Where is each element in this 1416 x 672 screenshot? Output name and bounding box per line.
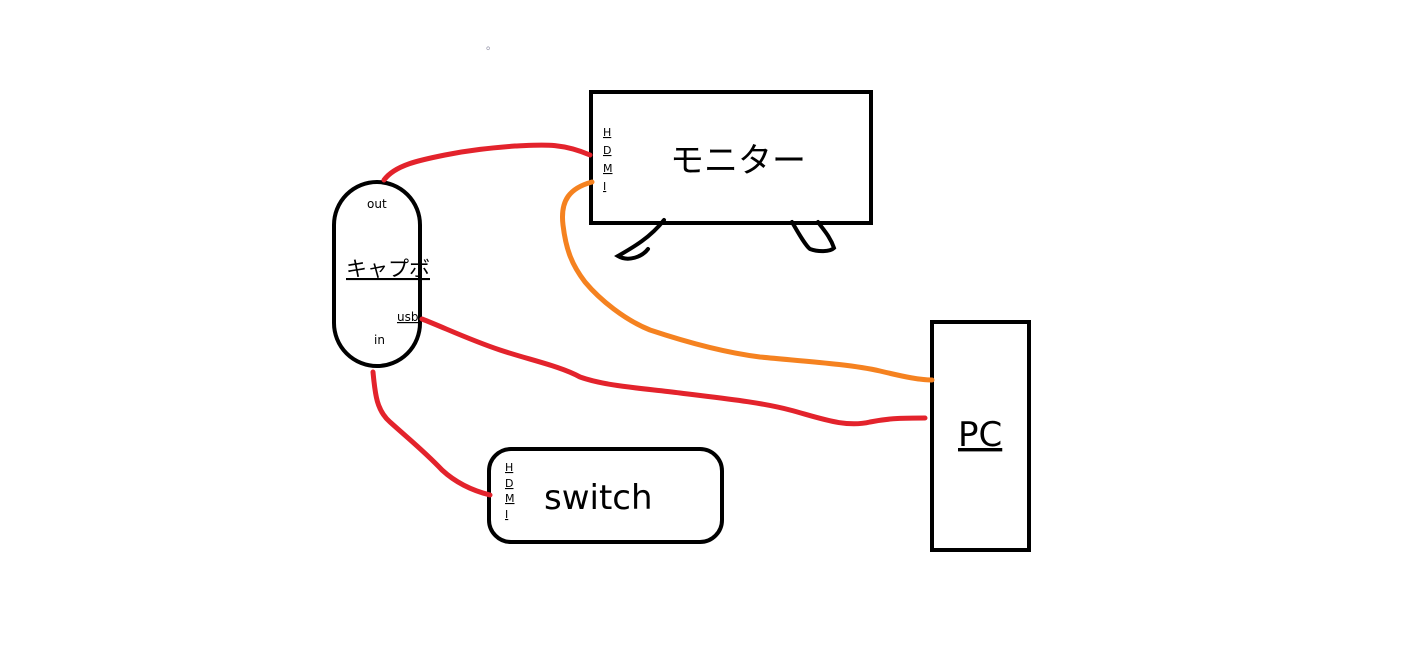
capture-usb-label: usb [397, 310, 418, 324]
capture-in-label: in [374, 333, 385, 347]
capture-out-label: out [367, 197, 387, 211]
switch-port-m: M [505, 492, 515, 505]
cable-pc-to-monitor [559, 179, 935, 383]
monitor-port-d: D [603, 144, 611, 157]
switch-hdmi-port: H D M I [505, 461, 515, 521]
monitor: モニター H D M I [589, 90, 873, 261]
monitor-right-leg [790, 220, 837, 254]
monitor-box [589, 90, 873, 225]
cable-switch-to-capture-in [370, 369, 493, 498]
switch-port-d: D [505, 477, 513, 490]
switch-label: switch [544, 478, 653, 518]
cable-capture-usb-to-pc [419, 316, 928, 427]
switch-port-h: H [505, 461, 513, 474]
monitor-port-h: H [603, 126, 611, 139]
pc: PC [930, 320, 1031, 552]
switch: switch H D M I [487, 447, 724, 544]
capture-box-outline [332, 180, 422, 368]
monitor-port-m: M [603, 162, 613, 175]
cable-capture-out-to-monitor [381, 142, 593, 183]
monitor-hdmi-port: H D M I [603, 126, 613, 193]
monitor-port-i: I [603, 180, 606, 193]
capture-box: out キャプボ usb in [332, 180, 430, 368]
monitor-label: モニター [670, 141, 806, 181]
stray-dot: 。 [486, 39, 497, 52]
pc-box [930, 320, 1031, 552]
monitor-left-leg [614, 218, 666, 261]
pc-label: PC [958, 415, 1002, 455]
switch-port-i: I [505, 508, 508, 521]
capture-label: キャプボ [346, 257, 430, 281]
